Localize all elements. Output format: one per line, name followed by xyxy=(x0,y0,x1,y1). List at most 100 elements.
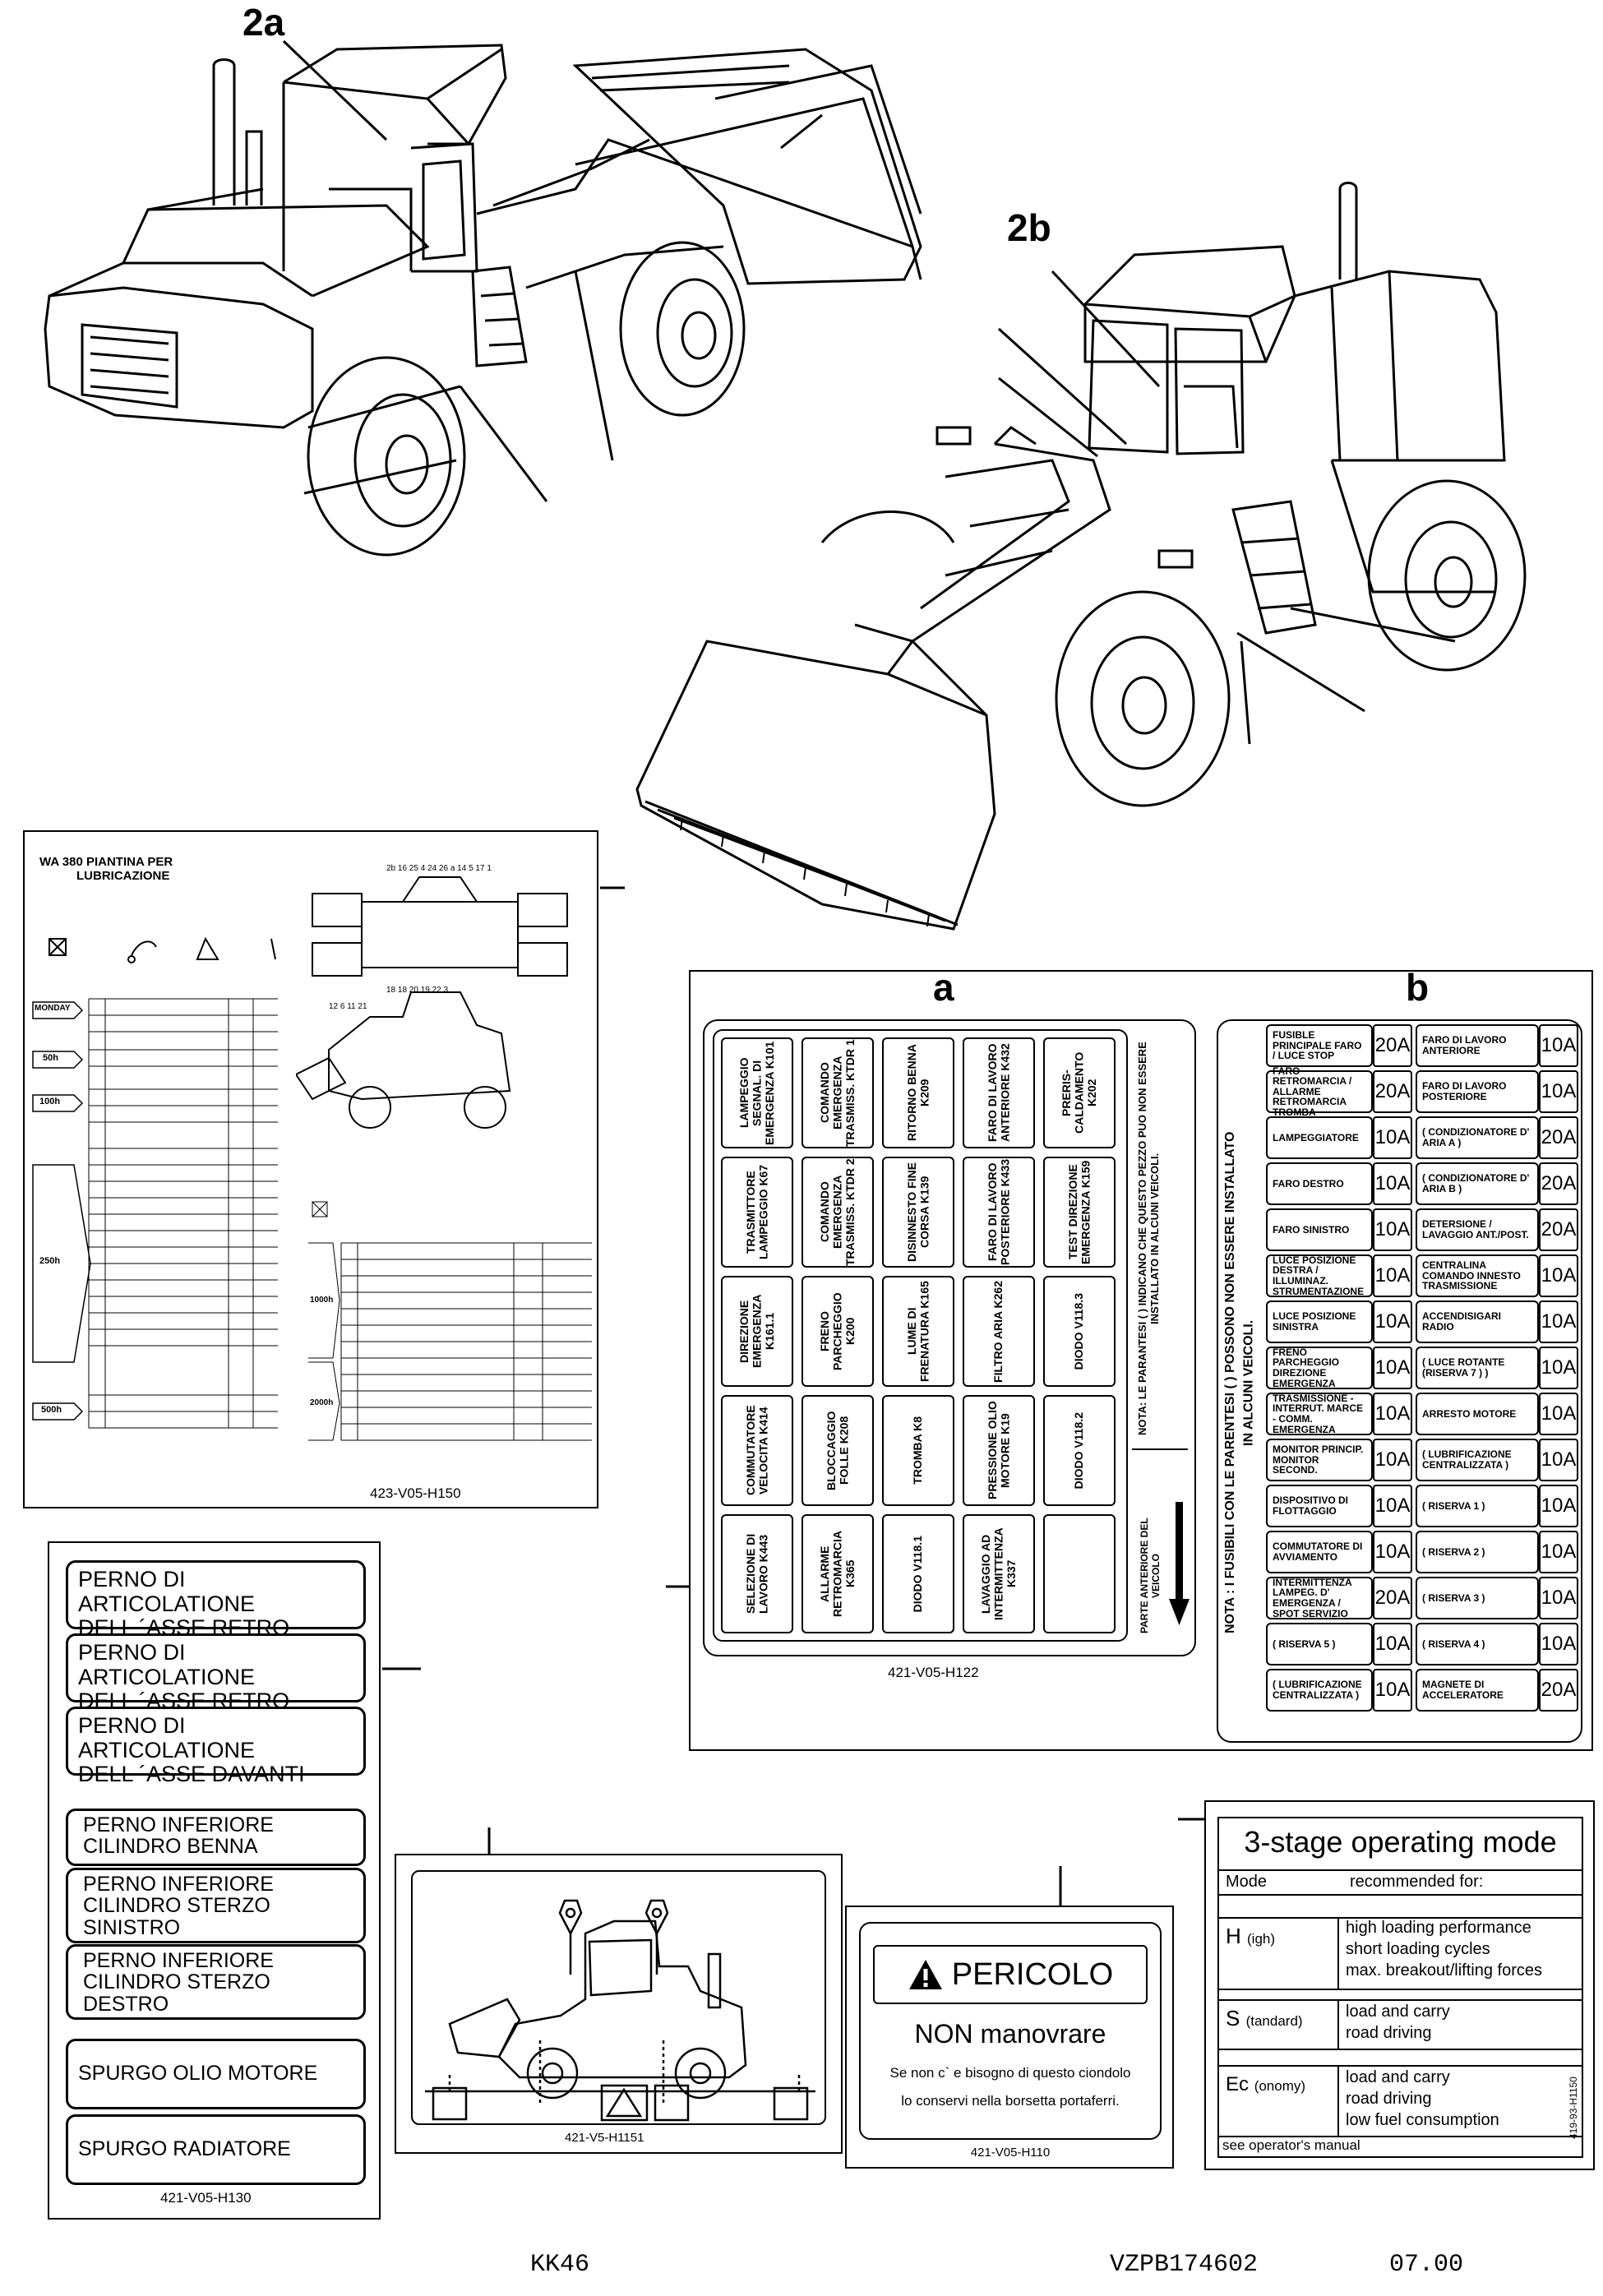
warning-triangle-icon xyxy=(908,1960,942,1989)
callout-2a: 2a xyxy=(243,1,285,44)
fuse-a-r4c3: TROMBA K8 xyxy=(882,1395,954,1506)
fuse-a-r3c1: DIREZIONE EMERGENZA K161.1 xyxy=(721,1276,793,1387)
callout-2b: 2b xyxy=(1007,206,1051,249)
fuse-panel-label: a b xyxy=(689,966,1593,1751)
lubrication-code: 423-V05-H150 xyxy=(370,1485,461,1501)
fuse-a-r3c5: DIODO V118.3 xyxy=(1043,1276,1116,1387)
lubrication-schematic: 2b 16 25 4 24 26 a 14 5 17 1 18 18 20 19… xyxy=(296,864,568,1129)
fuse-a-divider xyxy=(1132,1448,1188,1450)
lubrication-subtable xyxy=(308,1201,592,1441)
fuse-a-r2c3: DISINNESTO FINE CORSA K139 xyxy=(882,1157,954,1268)
fuse-b-row: ( RISERVA 5 )10A ( RISERVA 4 )10A xyxy=(1266,1623,1578,1665)
fuse-a-r5c2: ALLARME RETROMARCIA K365 xyxy=(802,1514,874,1633)
svg-text:2b 16 25 4 24 26 a 14 5 17 1: 2b 16 25 4 24 26 a 14 5 17 1 xyxy=(386,864,492,873)
fuse-a-r5c4: LAVAGGIO AD INTERMITTENZA K337 xyxy=(963,1514,1035,1633)
fuse-a-r4c5: DIODO V118.2 xyxy=(1043,1395,1116,1506)
fuse-a-r2c5: TEST DIREZIONE EMERGENZA K159 xyxy=(1043,1157,1116,1268)
mode-standard-rec-1: load and carry xyxy=(1346,2003,1450,2021)
mode-economy-rec-2: road driving xyxy=(1346,2090,1432,2108)
danger-header: PERICOLO xyxy=(873,1945,1148,2004)
fuse-b-row: MONITOR PRINCIP. MONITOR SECOND.10A ( LU… xyxy=(1266,1439,1578,1481)
wheel-loader-rear-view xyxy=(44,39,922,557)
fuse-a-r3c3: LUME DI FRENATURA K165 xyxy=(882,1276,954,1387)
mode-title: 3-stage operating mode xyxy=(1244,1825,1557,1859)
operating-mode-label: 3-stage operating mode Mode recommended … xyxy=(1204,1800,1595,2170)
lifting-points-label: 421-V5-H1151 xyxy=(395,1854,843,2154)
danger-text-2: lo conservi nella borsetta portaferri. xyxy=(901,2093,1120,2109)
mode-high-rec-3: max. breakout/lifting forces xyxy=(1346,1961,1542,1980)
interval-500h: 500h xyxy=(41,1405,62,1415)
footer-date: 07.00 xyxy=(1389,2251,1464,2279)
fuse-grid-a xyxy=(713,1029,1128,1642)
svg-text:18 18 20 19 22 3: 18 18 20 19 22 3 xyxy=(386,986,449,995)
danger-title: PERICOLO xyxy=(951,1956,1114,1992)
fuse-a-r2c4: FARO DI LAVORO POSTERIORE K433 xyxy=(963,1157,1035,1268)
pin-labels-sheet xyxy=(48,1541,381,2220)
footer-doc-number: VZPB174602 xyxy=(1110,2251,1259,2279)
interval-250h: 250h xyxy=(39,1256,61,1266)
danger-code: 421-V05-H110 xyxy=(970,2146,1051,2160)
mode-footer: see operator's manual xyxy=(1222,2137,1360,2153)
fuse-a-r2c2: COMANDO EMERGENZA TRASMISS. KTDR 2 xyxy=(802,1157,874,1268)
fuse-a-code: 421-V05-H122 xyxy=(888,1665,979,1680)
mode-economy-rec-3: low fuel consumption xyxy=(1346,2111,1499,2129)
fuse-a-note: NOTA: LE PARANTESI ( ) INDICANO CHE QUES… xyxy=(1136,1042,1161,1436)
fuse-a-r2c1: TRASMITTORE LAMPEGGIO K67 xyxy=(721,1157,793,1268)
fuse-b-row: LUCE POSIZIONE DESTRA / ILLUMINAZ. STRUM… xyxy=(1266,1254,1578,1297)
lubrication-intervals: MONDAY 50h 100h 250h 500h xyxy=(31,992,278,1502)
interval-monday: MONDAY xyxy=(35,1004,71,1013)
fuse-a-front: PARTE ANTERIORE DEL VEICOLO xyxy=(1139,1518,1162,1634)
fuse-a-r4c2: BLOCCAGGIO FOLLE K208 xyxy=(802,1395,874,1506)
fuse-block-b: NOTA : I FUSIBILI CON LE PARENTESI ( ) P… xyxy=(1217,1019,1582,1743)
fuse-a-r3c4: FILTRO ARIA K262 xyxy=(963,1276,1035,1387)
hook-icon xyxy=(558,1899,583,1975)
fuse-b-row: FARO RETROMARCIA / ALLARME RETROMARCIA T… xyxy=(1266,1065,1578,1117)
lubricant-icons xyxy=(49,936,276,963)
fuse-a-r5c5 xyxy=(1043,1514,1116,1633)
pin-label: SPURGO RADIATORE xyxy=(66,2114,366,2185)
mode-economy: Ec (onomy) xyxy=(1226,2073,1306,2095)
mode-header: Mode xyxy=(1226,1873,1268,1891)
callout-b: b xyxy=(1406,966,1430,1009)
fuse-b-row: ( LUBRIFICAZIONE CENTRALIZZATA )10A MAGN… xyxy=(1266,1669,1578,1712)
fuse-b-note: NOTA : I FUSIBILI CON LE PARENTESI ( ) P… xyxy=(1223,1131,1256,1634)
wheel-loader-front-view xyxy=(635,182,1527,931)
lubrication-title: WA 380 PIANTINA PER LUBRICAZIONE xyxy=(39,855,173,884)
mode-high-rec-2: short loading cycles xyxy=(1346,1940,1490,1958)
fuse-a-r4c1: COMMUTATORE VELOCITA K414 xyxy=(721,1395,793,1506)
fuse-a-r1c4: FARO DI LAVORO ANTERIORE K432 xyxy=(963,1037,1035,1148)
mode-economy-rec-1: load and carry xyxy=(1346,2068,1450,2086)
svg-text:12 6 11 21: 12 6 11 21 xyxy=(329,1002,367,1011)
mode-high: H (igh) xyxy=(1226,1924,1276,1948)
interval-100h: 100h xyxy=(39,1097,61,1106)
pin-label: SPURGO OLIO MOTORE xyxy=(66,2039,366,2109)
fuse-a-r4c4: PRESSIONE OLIO MOTORE K19 xyxy=(963,1395,1035,1506)
arrow-down-icon xyxy=(1169,1502,1190,1625)
loader-lifting-icon xyxy=(425,1899,815,2122)
fuse-a-r3c2: FRENO PARCHEGGIO K200 xyxy=(802,1276,874,1387)
danger-tag-label: PERICOLO NON manovrare Se non c` e bisog… xyxy=(845,1906,1174,2169)
fuse-a-r1c2: COMANDO EMERGENZA TRASMISS. KTDR 1 xyxy=(802,1037,874,1148)
danger-subtitle: NON manovrare xyxy=(914,2019,1106,2049)
fuse-a-r1c1: LAMPEGGIO SEGNAL. DI EMERGENZA K101 xyxy=(721,1037,793,1148)
mode-standard: S (tandard) xyxy=(1226,2006,1303,2030)
hook-code: 421-V5-H1151 xyxy=(565,2131,644,2145)
mode-code: 419-93-H1150 xyxy=(1568,2077,1579,2139)
fuse-a-r1c5: PRERIS-CALDAMENTO K202 xyxy=(1043,1037,1116,1148)
mode-high-rec-1: high loading performance xyxy=(1346,1919,1531,1937)
footer-left: KK46 xyxy=(530,2251,590,2279)
